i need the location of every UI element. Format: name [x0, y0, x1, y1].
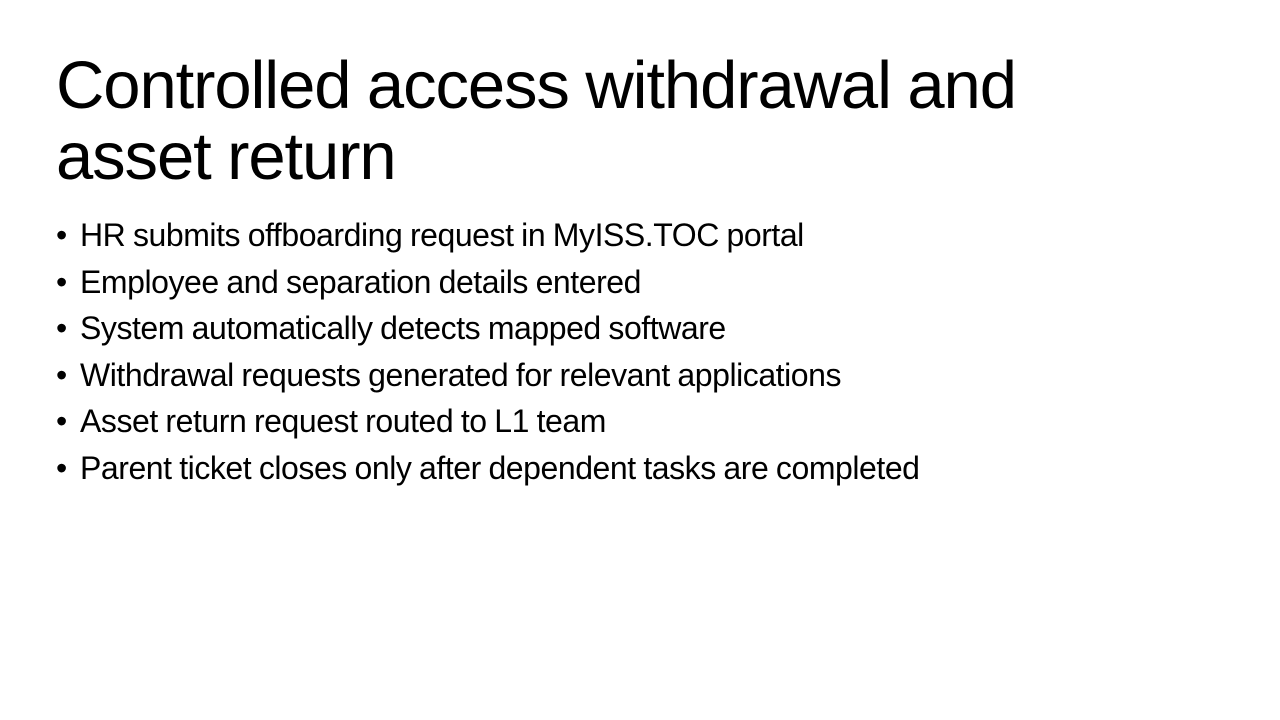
list-item: • Asset return request routed to L1 team	[56, 398, 1216, 445]
bullet-point-icon: •	[56, 263, 67, 300]
list-item-label: Parent ticket closes only after dependen…	[80, 449, 920, 486]
bullet-point-icon: •	[56, 403, 67, 439]
list-item-label: System automatically detects mapped soft…	[80, 310, 726, 346]
list-item-label: Asset return request routed to L1 team	[80, 403, 606, 439]
list-item: • System automatically detects mapped sof…	[56, 305, 1216, 352]
bullet-point-icon: •	[56, 310, 67, 346]
list-item-label: HR submits offboarding request in MyISS.…	[80, 217, 804, 253]
list-item: • Withdrawal requests generated for relev…	[56, 352, 1216, 399]
list-item: • Parent ticket closes only after depende…	[56, 445, 1216, 492]
bullet-point-icon: •	[56, 356, 67, 393]
bullet-list: • HR submits offboarding request in MyISS…	[56, 212, 1216, 491]
list-item: • HR submits offboarding request in MyISS…	[56, 212, 1216, 259]
bullet-point-icon: •	[56, 217, 67, 253]
bullet-point-icon: •	[56, 449, 67, 486]
list-item-label: Withdrawal requests generated for releva…	[80, 356, 842, 393]
list-item: • Employee and separation details entered	[56, 259, 1216, 306]
page-title: Controlled access withdrawal and asset r…	[56, 48, 1017, 194]
list-item-label: Employee and separation details entered	[80, 263, 641, 300]
